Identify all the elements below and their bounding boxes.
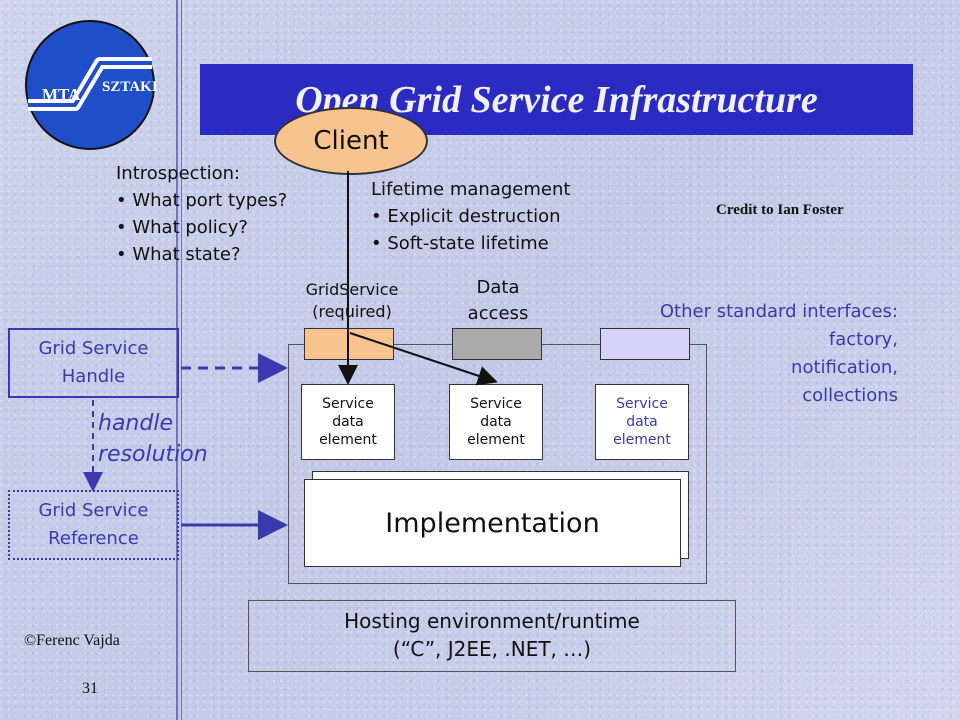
other-interfaces-note: Other standard interfaces: factory, noti… xyxy=(560,298,898,410)
handle-resolution-line1: handle xyxy=(98,411,173,436)
port-to-sde2-arrow xyxy=(349,332,498,386)
gridservice-label-line2: (required) xyxy=(312,302,392,321)
hosting-environment-box: Hosting environment/runtime (“C”, J2EE, … xyxy=(248,600,736,672)
gridservice-label-line1: GridService xyxy=(305,280,399,299)
logo-mta-text: MTA xyxy=(42,85,81,104)
sde-line: element xyxy=(319,432,377,448)
gridservice-port-label: GridService (required) xyxy=(282,279,422,323)
sde-line: Service xyxy=(616,396,668,412)
other-interface-port xyxy=(600,328,690,360)
service-data-element: Service data element xyxy=(449,384,543,460)
lifetime-block: Lifetime management Explicit destruction… xyxy=(371,176,570,257)
other-interfaces-line2: factory, xyxy=(828,329,898,350)
gsh-line2: Handle xyxy=(61,366,126,387)
grid-service-handle-box: Grid Service Handle xyxy=(8,328,179,398)
sde-line: Service xyxy=(470,396,522,412)
author-credit: ©Ferenc Vajda xyxy=(24,632,120,649)
client-node: Client xyxy=(274,107,428,175)
sde-line: element xyxy=(613,432,671,448)
introspection-item: What policy? xyxy=(116,214,287,241)
other-interfaces-line1: Other standard interfaces: xyxy=(659,301,898,322)
left-border-line-2 xyxy=(181,0,182,720)
gsh-line1: Grid Service xyxy=(38,338,149,359)
handle-resolution-label: handle resolution xyxy=(98,408,208,470)
sde-line: data xyxy=(626,414,658,430)
lifetime-item: Explicit destruction xyxy=(371,203,570,230)
other-interfaces-line3: notification, xyxy=(791,357,898,378)
sde-line: data xyxy=(480,414,512,430)
logo-sztaki-text: SZTAKI xyxy=(102,79,158,95)
handle-resolution-line2: resolution xyxy=(98,442,208,467)
service-data-element: Service data element xyxy=(301,384,395,460)
gsr-line2: Reference xyxy=(48,528,139,549)
lifetime-item: Soft-state lifetime xyxy=(371,230,570,257)
page-number: 31 xyxy=(82,680,98,697)
mta-sztaki-logo: MTA SZTAKI xyxy=(25,20,158,150)
sde-line: data xyxy=(332,414,364,430)
implementation-box: Implementation xyxy=(304,479,681,567)
hosting-line2: (“C”, J2EE, .NET, …) xyxy=(392,637,592,661)
data-access-port xyxy=(452,328,542,360)
data-access-label-line1: Data xyxy=(476,277,520,298)
gsr-line1: Grid Service xyxy=(38,500,149,521)
introspection-heading: Introspection: xyxy=(116,163,241,184)
introspection-block: Introspection: What port types? What pol… xyxy=(116,160,287,268)
service-data-element: Service data element xyxy=(595,384,689,460)
credit-note: Credit to Ian Foster xyxy=(716,202,844,218)
data-access-port-label: Data access xyxy=(440,275,556,327)
hosting-line1: Hosting environment/runtime xyxy=(344,609,640,633)
lifetime-heading: Lifetime management xyxy=(371,179,571,200)
other-interfaces-line4: collections xyxy=(802,385,898,406)
sde-line: Service xyxy=(322,396,374,412)
data-access-label-line2: access xyxy=(467,303,529,324)
introspection-item: What port types? xyxy=(116,187,287,214)
introspection-item: What state? xyxy=(116,241,287,268)
sde-line: element xyxy=(467,432,525,448)
